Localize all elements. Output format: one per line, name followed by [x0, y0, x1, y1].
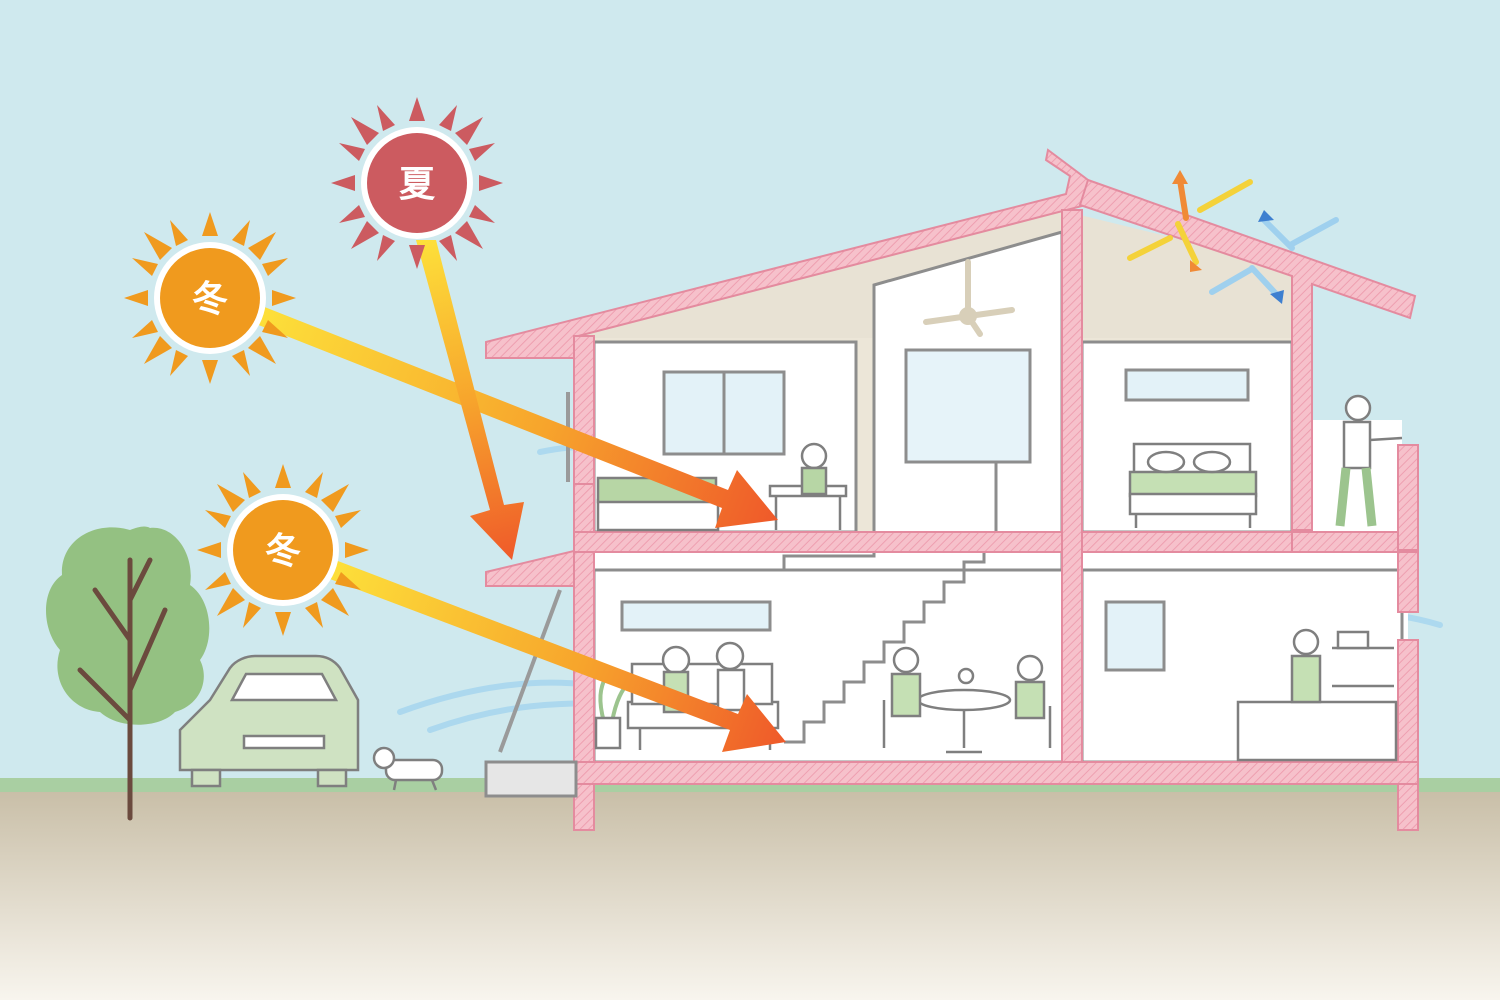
balcony-person: [1335, 394, 1403, 527]
winter-sun-upper-label: 冬: [192, 279, 228, 320]
winter-upper-ray: [256, 306, 778, 528]
ceiling-fan: [923, 259, 1015, 337]
summer-sun-icon: 夏: [331, 97, 503, 269]
dog: [372, 746, 444, 791]
kitchen-furniture: [1236, 628, 1398, 762]
ground: [0, 792, 1500, 1000]
porch-step: [484, 760, 578, 798]
winter-lower-ray: [322, 558, 786, 752]
roof-right: [1078, 178, 1417, 531]
roof-ventilation-arrows: [1127, 170, 1339, 304]
awning-support: [498, 589, 562, 753]
bedroom-furniture: [1128, 442, 1258, 528]
summer-sun-label: 夏: [399, 164, 436, 205]
structure-walls: [485, 148, 1419, 831]
winter-sun-lower-label: 冬: [265, 531, 301, 572]
winter-sun-upper-icon: 冬: [124, 212, 296, 384]
dining-set: [882, 646, 1052, 754]
summer-ray: [416, 240, 524, 560]
car: [178, 654, 360, 788]
tree: [46, 526, 210, 821]
staircase: [784, 540, 1004, 744]
sunlight-arrows: [256, 240, 786, 752]
winter-sun-lower-icon: 冬: [197, 464, 369, 636]
windows: [620, 348, 1250, 672]
